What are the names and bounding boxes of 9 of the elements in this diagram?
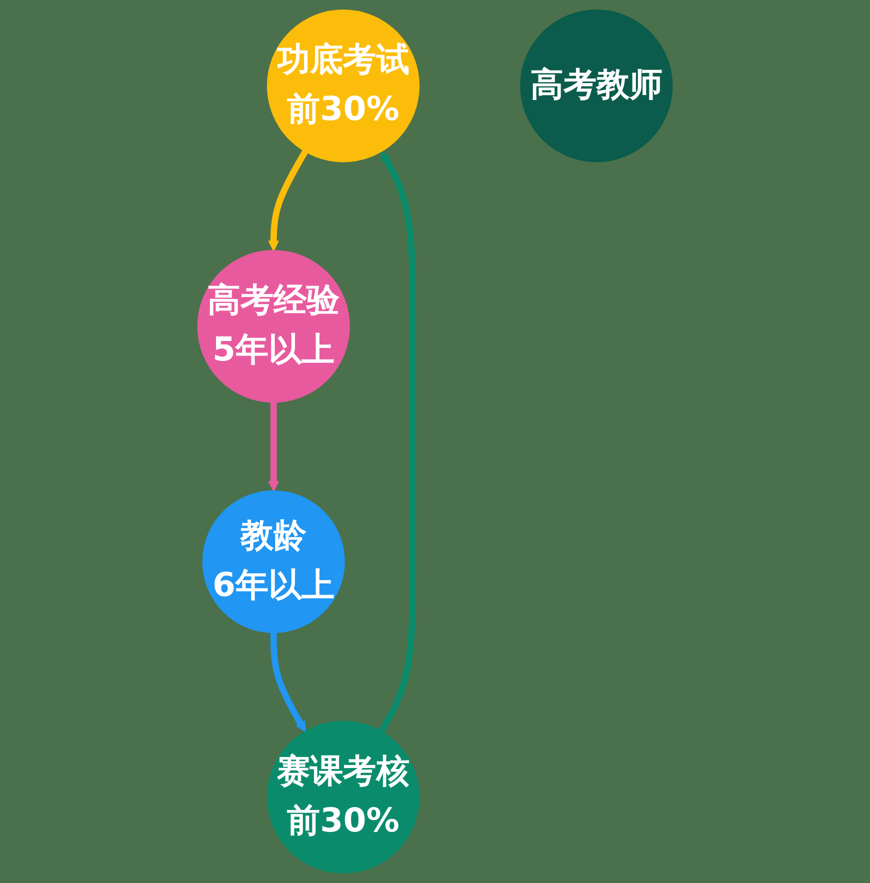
arrow xyxy=(378,150,416,734)
arrow xyxy=(268,402,280,492)
circle-node: 高考教师 xyxy=(520,10,673,162)
arrow xyxy=(268,150,308,252)
circle-node: 高考经验 5年以上 xyxy=(197,250,350,403)
circle-node: 赛课考核 前30% xyxy=(266,720,420,874)
circle-node: 功底考试 前30% xyxy=(266,10,420,162)
arrow xyxy=(270,632,306,732)
circle-node: 教龄 6年以上 xyxy=(202,490,345,634)
